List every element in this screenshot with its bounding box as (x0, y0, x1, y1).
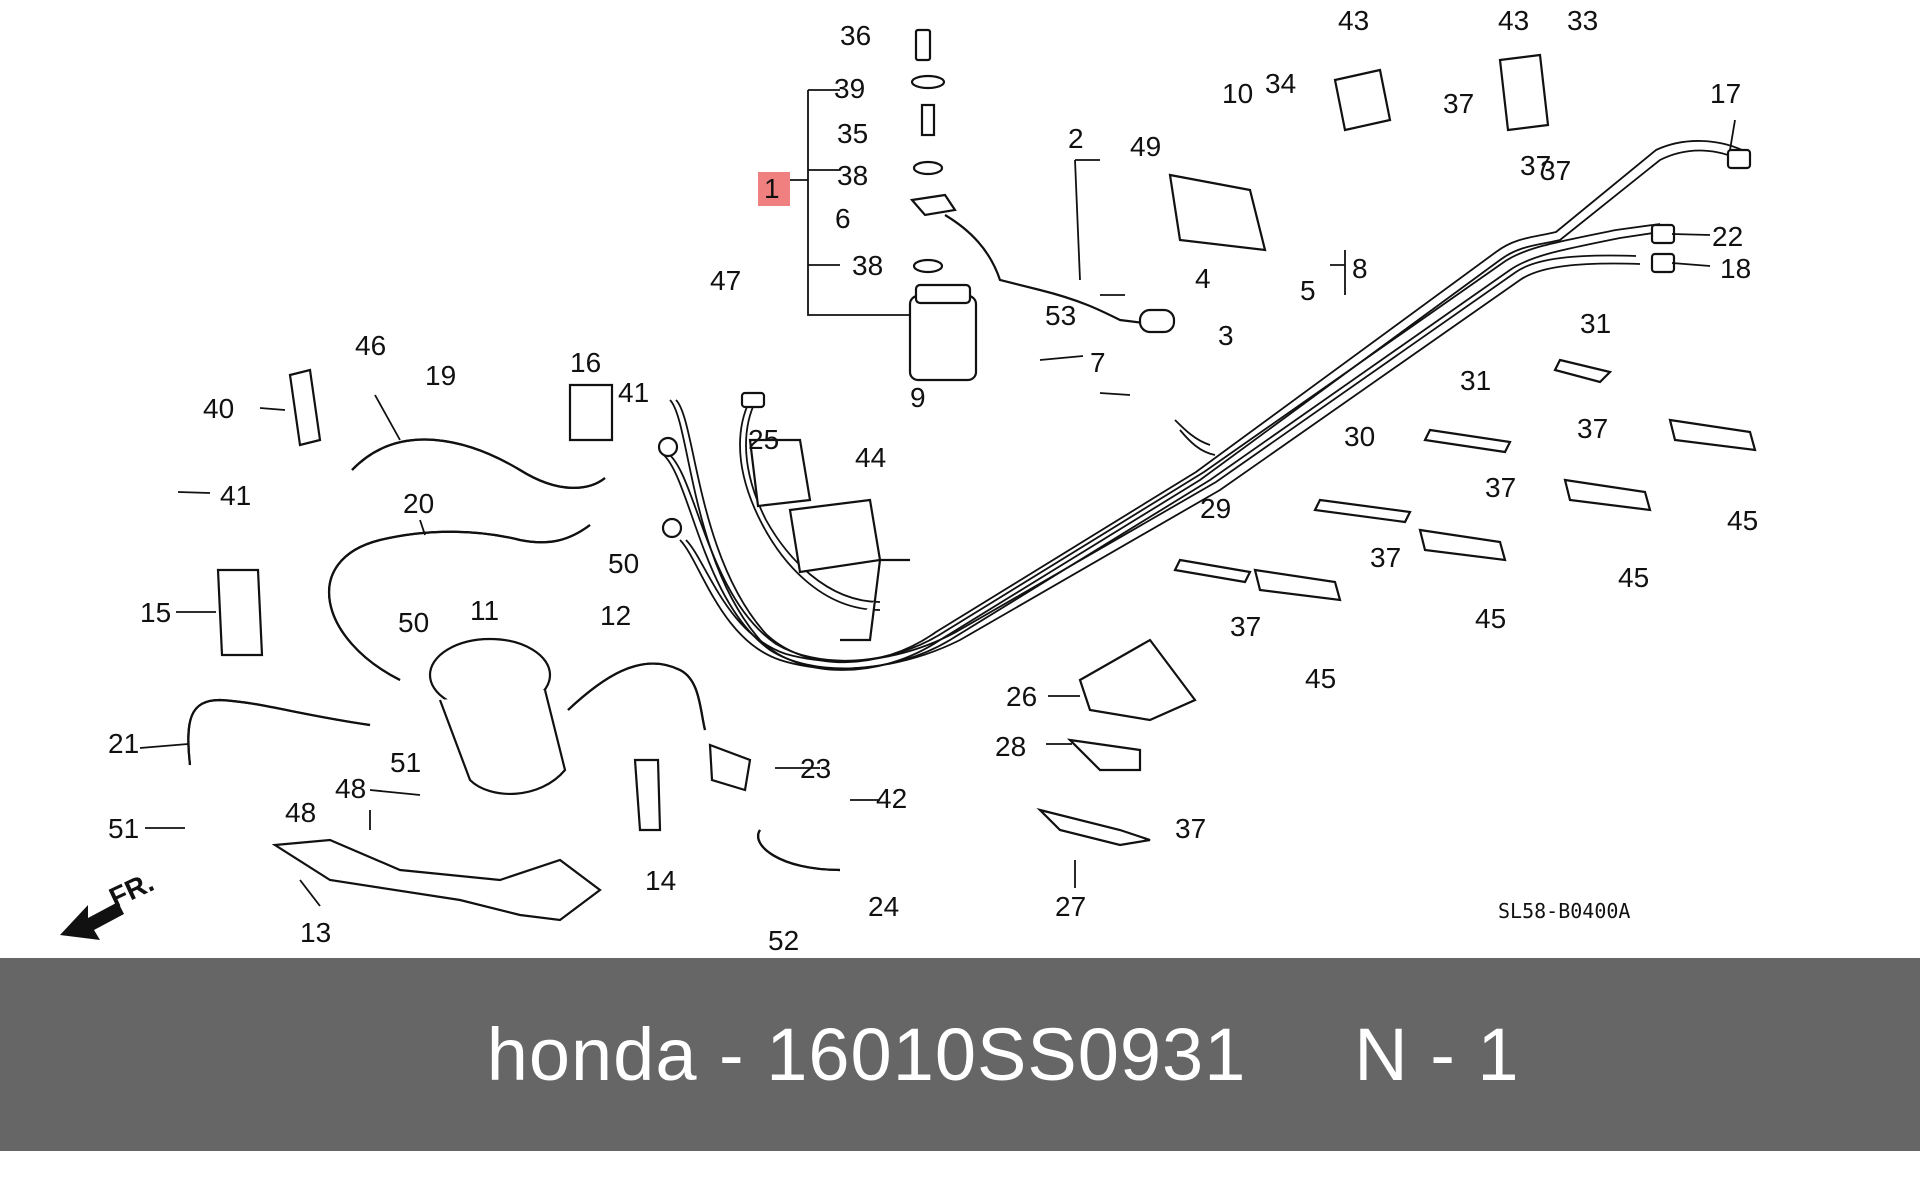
callout-37g: 37 (1175, 813, 1206, 844)
callout-37e: 37 (1370, 542, 1401, 573)
part-caption: honda - 16010SS0931 N - 1 (400, 927, 1519, 1182)
callout-30: 30 (1344, 421, 1375, 452)
callout-22: 22 (1712, 221, 1743, 252)
callout-26: 26 (1006, 681, 1037, 712)
part-number: 16010SS0931 (766, 1013, 1247, 1096)
callout-23: 23 (800, 753, 831, 784)
callout-50a: 50 (608, 548, 639, 579)
callout-44: 44 (855, 442, 886, 473)
callout-49: 49 (1130, 131, 1161, 162)
callout-9: 9 (910, 382, 926, 413)
callout-1: 1 (764, 173, 780, 204)
fuel-filter-assembly (908, 28, 1176, 382)
caption-spacer (1246, 1013, 1354, 1096)
callout-45a: 45 (1727, 505, 1758, 536)
callout-24: 24 (868, 891, 899, 922)
callout-7: 7 (1090, 347, 1106, 378)
callout-38b: 38 (852, 250, 883, 281)
callout-13: 13 (300, 917, 331, 948)
callout-16: 16 (570, 347, 601, 378)
callout-36: 36 (840, 20, 871, 51)
callout-25: 25 (748, 424, 779, 455)
callout-19: 19 (425, 360, 456, 391)
callout-41b: 41 (618, 377, 649, 408)
callout-37f: 37 (1230, 611, 1261, 642)
callout-37h: 37 (1540, 155, 1571, 186)
diagram-position: N - 1 (1354, 1013, 1520, 1096)
leader-lines (139, 89, 1736, 907)
callout-27: 27 (1055, 891, 1086, 922)
callout-3: 3 (1218, 320, 1234, 351)
callout-21: 21 (108, 728, 139, 759)
front-direction-arrow: FR. (60, 866, 158, 940)
callout-43a: 43 (1338, 5, 1369, 36)
callout-46: 46 (355, 330, 386, 361)
callout-31b: 31 (1460, 365, 1491, 396)
callout-37a: 37 (1443, 88, 1474, 119)
brand-name: honda (486, 1013, 698, 1096)
callout-51b: 51 (108, 813, 139, 844)
callout-50b: 50 (398, 607, 429, 638)
callout-37c: 37 (1577, 413, 1608, 444)
callout-37d: 37 (1485, 472, 1516, 503)
callout-31a: 31 (1580, 308, 1611, 339)
canister-and-brackets (271, 558, 910, 922)
callout-48b: 48 (285, 797, 316, 828)
callout-12: 12 (600, 600, 631, 631)
callout-5: 5 (1300, 275, 1316, 306)
callout-29: 29 (1200, 493, 1231, 524)
caption-separator: - (697, 1013, 767, 1096)
callout-11: 11 (470, 595, 499, 626)
callout-48a: 48 (335, 773, 366, 804)
callout-53: 53 (1045, 300, 1076, 331)
callout-20: 20 (403, 488, 434, 519)
hoses (187, 438, 841, 872)
callout-40: 40 (203, 393, 234, 424)
callout-43b: 43 (1498, 5, 1529, 36)
pipe-bundle (657, 140, 1752, 671)
callout-18: 18 (1720, 253, 1751, 284)
callout-52: 52 (768, 925, 799, 956)
callout-47: 47 (710, 265, 741, 296)
callout-2: 2 (1068, 123, 1084, 154)
highlighted-part-box (758, 172, 790, 206)
callout-34: 34 (1265, 68, 1296, 99)
callout-15: 15 (140, 597, 171, 628)
callout-38a: 38 (837, 160, 868, 191)
callout-17: 17 (1710, 78, 1741, 109)
callout-14: 14 (645, 865, 676, 896)
part-number-footer: honda - 16010SS0931 N - 1 (0, 958, 1920, 1151)
callout-45b: 45 (1618, 562, 1649, 593)
callout-45d: 45 (1305, 663, 1336, 694)
callout-37b: 37 (1520, 150, 1551, 181)
callout-8: 8 (1352, 253, 1368, 284)
callout-28: 28 (995, 731, 1026, 762)
callout-4: 4 (1195, 263, 1211, 294)
callout-35: 35 (837, 118, 868, 149)
callout-labels: 1 2 3 4 5 6 7 8 9 10 11 12 13 14 15 16 1… (108, 5, 1758, 956)
callout-41a: 41 (220, 480, 251, 511)
parts-diagram: 1 2 3 4 5 6 7 8 9 10 11 12 13 14 15 16 1… (60, 5, 1758, 956)
callout-6: 6 (835, 203, 851, 234)
drawing-code: SL58-B0400A (1498, 899, 1630, 923)
callout-51a: 51 (390, 747, 421, 778)
callout-39: 39 (834, 73, 865, 104)
clips-and-brackets (216, 53, 1757, 847)
callout-45c: 45 (1475, 603, 1506, 634)
callout-33: 33 (1567, 5, 1598, 36)
callout-10: 10 (1222, 78, 1253, 109)
callout-42: 42 (876, 783, 907, 814)
